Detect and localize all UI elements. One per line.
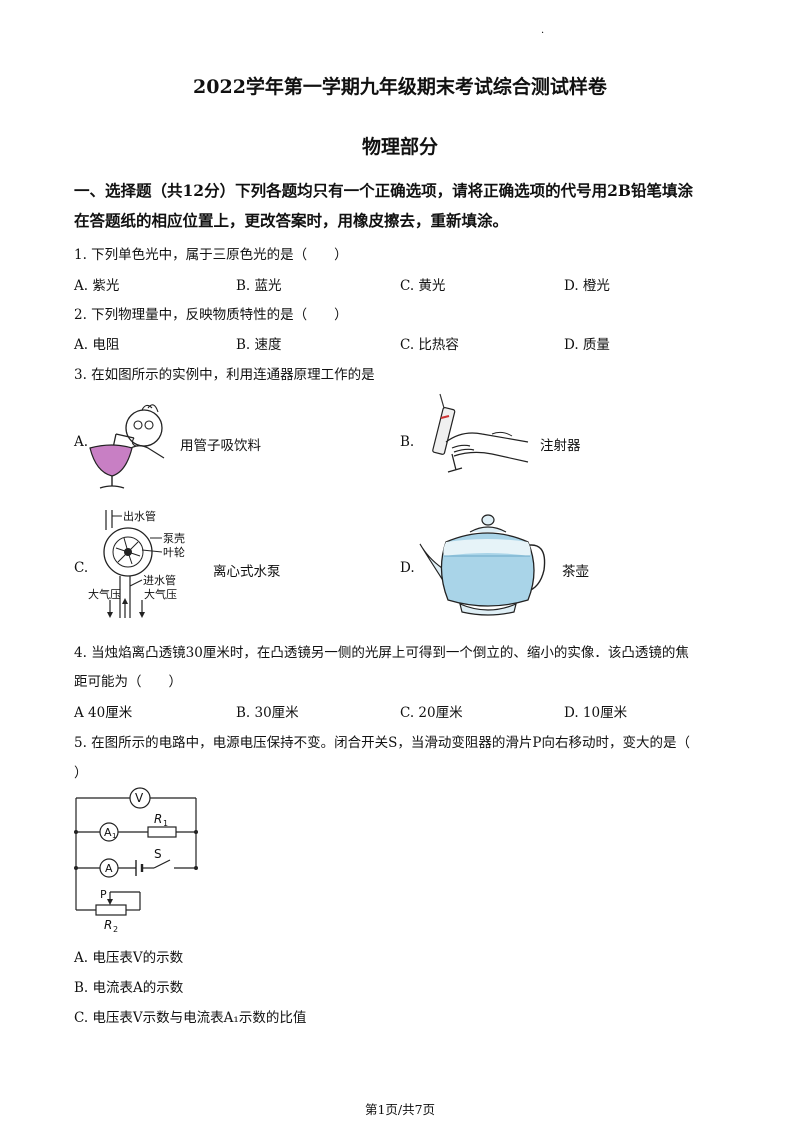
question-3: 3. 在如图所示的实例中，利用连通器原理工作的是 [74, 367, 375, 383]
q1-option-c: C. 黄光 [400, 278, 446, 294]
q4-option-d: D. 10厘米 [564, 705, 628, 721]
question-5-line-2: ） [74, 765, 88, 781]
ammeter-a-label: A [105, 862, 113, 875]
q5-option-a: A. 电压表V的示数 [74, 950, 184, 966]
page-number: 第1页/共7页 [364, 1102, 436, 1117]
q2-option-b: B. 速度 [236, 337, 282, 353]
circuit-diagram: V A 1 R 1 A S P R 2 [74, 787, 198, 934]
q3-option-d-caption: 茶壶 [562, 564, 589, 580]
pump-label-atm-right: 大气压 [144, 587, 177, 601]
page-title: 2022学年第一学期九年级期末考试综合测试样卷 [193, 76, 607, 98]
pump-label-inlet: 进水管 [143, 573, 176, 587]
q2-option-d: D. 质量 [564, 337, 610, 353]
pump-label-impeller: 叶轮 [163, 545, 185, 559]
voltmeter-label: V [135, 791, 144, 805]
slider-p-label: P [100, 888, 107, 901]
q1-option-b: B. 蓝光 [236, 278, 282, 294]
section-line-1: 一、选择题（共12分）下列各题均只有一个正确选项，请将正确选项的代号用2B铅笔填… [74, 181, 693, 200]
q3-option-b-caption: 注射器 [540, 438, 581, 454]
section-instructions: 一、选择题（共12分）下列各题均只有一个正确选项，请将正确选项的代号用2B铅笔填… [74, 176, 734, 236]
question-4-line-1: 4. 当烛焰离凸透镜30厘米时，在凸透镜另一侧的光屏上可得到一个倒立的、缩小的实… [74, 645, 689, 661]
switch-s-label: S [154, 847, 162, 861]
q1-option-d: D. 橙光 [564, 278, 610, 294]
q3-option-a-letter: A. [74, 434, 89, 450]
teapot-illustration [419, 514, 546, 616]
syringe-illustration [432, 393, 529, 473]
rheostat-r2-label: R [104, 918, 112, 932]
q4-option-b: B. 30厘米 [236, 705, 299, 721]
q5-option-b: B. 电流表A的示数 [74, 980, 184, 996]
question-4-line-2: 距可能为（ ） [74, 674, 182, 690]
q4-option-c: C. 20厘米 [400, 705, 463, 721]
ammeter-a1-label: A [104, 826, 112, 839]
rheostat-r2-subscript: 2 [113, 925, 118, 934]
q3-option-b-letter: B. [400, 434, 415, 450]
pump-label-outlet: 出水管 [123, 509, 156, 523]
section-line-2: 在答题纸的相应位置上，更改答案时，用橡皮擦去，重新填涂。 [74, 211, 509, 230]
q3-option-d-letter: D. [400, 560, 415, 576]
q5-option-c: C. 电压表V示数与电流表A₁示数的比值 [74, 1010, 307, 1026]
resistor-r1-label: R [154, 812, 162, 826]
question-5-line-1: 5. 在图所示的电路中，电源电压保持不变。闭合开关S，当滑动变阻器的滑片P向右移… [74, 735, 691, 751]
page-subtitle: 物理部分 [361, 136, 438, 158]
pump-label-shell: 泵壳 [163, 531, 185, 545]
question-2: 2. 下列物理量中，反映物质特性的是（ ） [74, 307, 348, 323]
q3-option-c-letter: C. [74, 560, 89, 576]
q3-option-a-caption: 用管子吸饮料 [180, 438, 261, 454]
resistor-r1-subscript: 1 [163, 819, 168, 828]
pump-label-atm-left: 大气压 [88, 587, 121, 601]
corner-dot: · [541, 28, 545, 39]
q2-option-a: A. 电阻 [74, 337, 120, 353]
q2-option-c: C. 比热容 [400, 337, 459, 353]
q4-option-a: A 40厘米 [74, 705, 133, 721]
question-1: 1. 下列单色光中，属于三原色光的是（ ） [74, 247, 348, 263]
centrifugal-pump-illustration: 出水管 泵壳 叶轮 进水管 大气压 大气压 [88, 509, 185, 618]
q1-option-a: A. 紫光 [74, 278, 120, 294]
ammeter-a1-subscript: 1 [112, 832, 116, 840]
drinking-straw-illustration [89, 404, 165, 489]
q3-option-c-caption: 离心式水泵 [213, 564, 281, 580]
